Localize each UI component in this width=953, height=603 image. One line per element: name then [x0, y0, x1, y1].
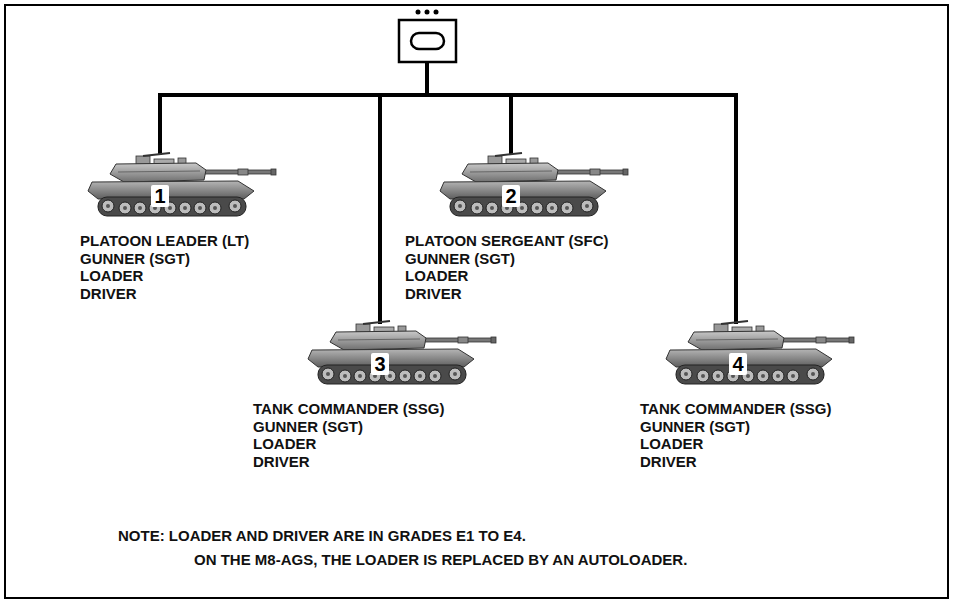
crew-position: TANK COMMANDER (SSG) [640, 400, 831, 417]
crew-position: PLATOON LEADER (LT) [80, 232, 249, 249]
frame [5, 5, 948, 598]
platoon-symbol [399, 10, 456, 63]
note-text: ON THE M8-AGS, THE LOADER IS REPLACED BY… [194, 551, 687, 568]
crew-position: LOADER [253, 435, 316, 452]
crew-position: DRIVER [253, 453, 310, 470]
crew-position: LOADER [405, 267, 468, 284]
crew-position: LOADER [80, 267, 143, 284]
crew-position: GUNNER (SGT) [253, 418, 363, 435]
crew-position: TANK COMMANDER (SSG) [253, 400, 444, 417]
tank-number: 2 [502, 185, 519, 207]
crew-position: LOADER [640, 435, 703, 452]
crew-position: DRIVER [640, 453, 697, 470]
crew-position: GUNNER (SGT) [640, 418, 750, 435]
note-text: NOTE: LOADER AND DRIVER ARE IN GRADES E1… [118, 527, 526, 544]
tank-icon [666, 321, 854, 384]
crew-position: DRIVER [80, 285, 137, 302]
tank-icon [440, 153, 628, 216]
tank-icon [88, 153, 276, 216]
crew-position: DRIVER [405, 285, 462, 302]
tank-number: 4 [729, 353, 746, 375]
crew-position: PLATOON SERGEANT (SFC) [405, 232, 609, 249]
crew-position: GUNNER (SGT) [80, 250, 190, 267]
tank-icon [308, 321, 496, 384]
tank-number: 3 [371, 353, 388, 375]
tank-number: 1 [151, 185, 168, 207]
crew-position: GUNNER (SGT) [405, 250, 515, 267]
